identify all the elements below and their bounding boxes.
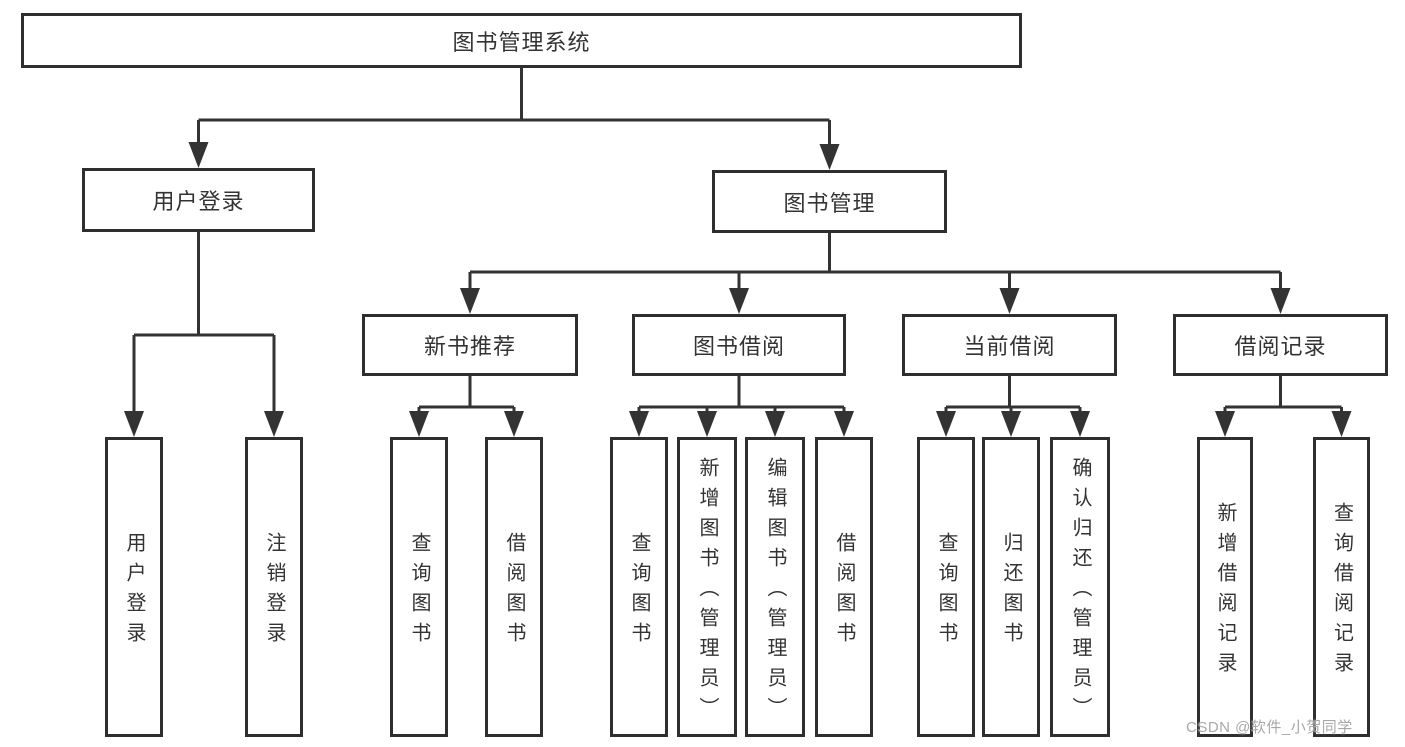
csdn-watermark: CSDN @软件_小贺同学 <box>1186 719 1353 736</box>
leaf-edit-books-admin: 编辑图书（管理员） <box>745 437 805 737</box>
node-root-system: 图书管理系统 <box>21 13 1022 68</box>
leaf-add-borrow-record-label: 新增借阅记录 <box>1214 502 1236 682</box>
leaf-current-query-books: 查询图书 <box>917 437 975 737</box>
node-new-book-recommend: 新书推荐 <box>362 314 578 376</box>
leaf-borrowing-borrow-books: 借阅图书 <box>815 437 873 737</box>
node-current-borrowing: 当前借阅 <box>902 314 1117 376</box>
node-book-management-label: 图书管理 <box>783 190 876 216</box>
node-borrowing-records-label: 借阅记录 <box>1234 334 1327 359</box>
leaf-edit-books-admin-label: 编辑图书（管理员） <box>764 457 786 727</box>
arrowheads <box>124 142 1352 437</box>
leaf-recommend-borrow-books-label: 借阅图书 <box>503 532 525 652</box>
leaf-user-login: 用户登录 <box>105 437 163 737</box>
node-book-borrowing-label: 图书借阅 <box>692 334 785 359</box>
leaf-return-books: 归还图书 <box>982 437 1040 737</box>
node-user-login-label: 用户登录 <box>152 189 245 214</box>
leaf-confirm-return-admin: 确认归还（管理员） <box>1050 437 1110 737</box>
leaf-query-borrow-record-label: 查询借阅记录 <box>1330 502 1353 682</box>
leaf-borrowing-query-books-label: 查询图书 <box>628 532 650 652</box>
leaf-query-borrow-record: 查询借阅记录 <box>1313 437 1370 737</box>
node-borrowing-records: 借阅记录 <box>1173 314 1388 376</box>
node-new-book-recommend-label: 新书推荐 <box>423 334 516 359</box>
leaf-add-borrow-record: 新增借阅记录 <box>1197 437 1253 737</box>
leaf-current-query-books-label: 查询图书 <box>935 532 957 652</box>
leaf-logout-label: 注销登录 <box>263 532 285 652</box>
leaf-recommend-query-books: 查询图书 <box>390 437 448 737</box>
leaf-recommend-borrow-books: 借阅图书 <box>485 437 543 737</box>
leaf-logout: 注销登录 <box>245 437 303 737</box>
leaf-user-login-label: 用户登录 <box>123 532 145 652</box>
node-root-system-label: 图书管理系统 <box>452 29 591 55</box>
leaf-borrowing-borrow-books-label: 借阅图书 <box>833 532 855 652</box>
leaf-recommend-query-books-label: 查询图书 <box>408 532 430 652</box>
leaf-borrowing-query-books: 查询图书 <box>610 437 668 737</box>
leaf-add-books-admin-label: 新增图书（管理员） <box>696 457 718 727</box>
node-current-borrowing-label: 当前借阅 <box>963 334 1056 359</box>
leaf-add-books-admin: 新增图书（管理员） <box>677 437 737 737</box>
leaf-confirm-return-admin-label: 确认归还（管理员） <box>1069 457 1091 727</box>
leaf-return-books-label: 归还图书 <box>1000 532 1022 652</box>
node-book-management: 图书管理 <box>712 170 947 233</box>
node-book-borrowing: 图书借阅 <box>632 314 846 376</box>
node-user-login: 用户登录 <box>82 168 315 232</box>
